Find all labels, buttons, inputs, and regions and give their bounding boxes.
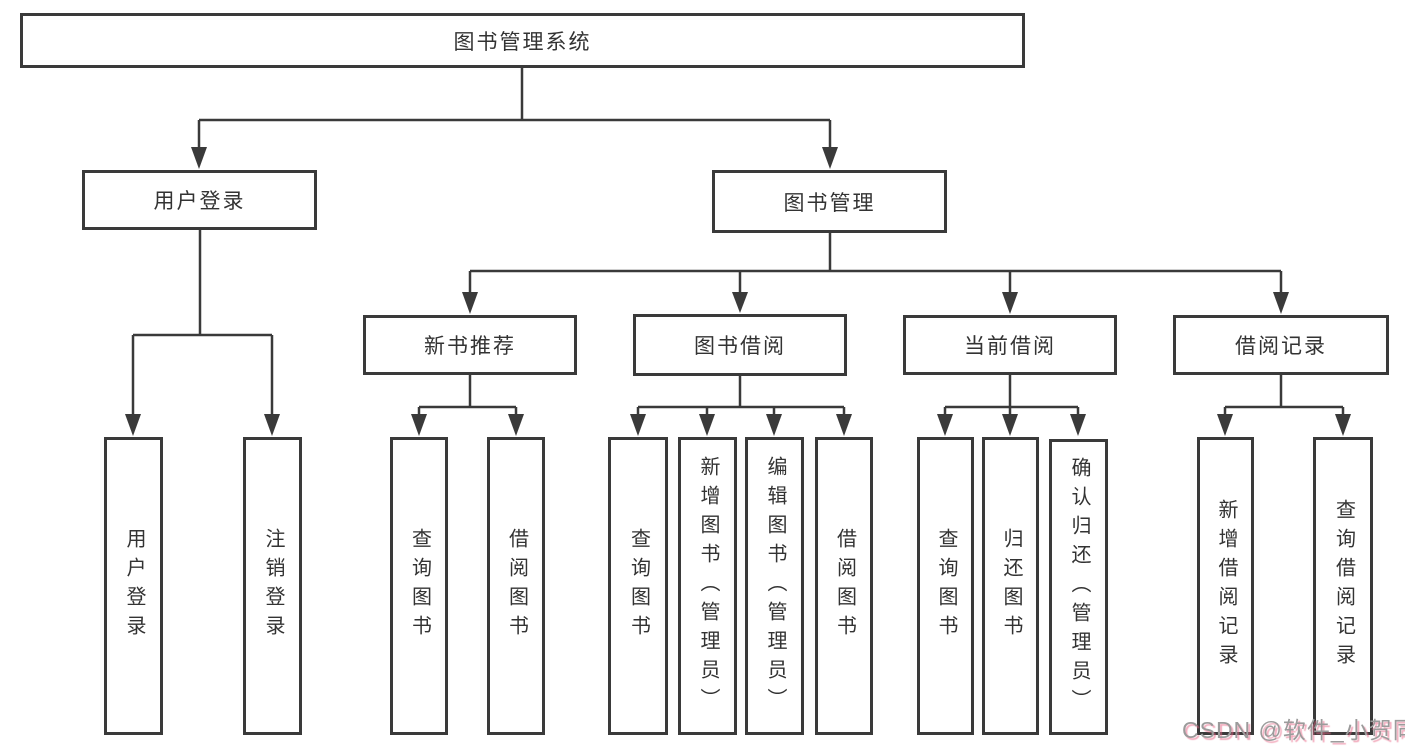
leaf-logout-label: 注销登录: [262, 528, 284, 644]
node-borrow-records: 借阅记录: [1173, 315, 1389, 375]
leaf-user-login-label: 用户登录: [123, 528, 145, 644]
leaf-borrow-query-books: 查询图书: [608, 437, 668, 735]
leaf-records-add-record-label: 新增借阅记录: [1215, 499, 1237, 673]
leaf-borrow-borrow-books: 借阅图书: [815, 437, 873, 735]
leaf-rec-borrow-books: 借阅图书: [487, 437, 545, 735]
leaf-rec-query-books: 查询图书: [390, 437, 448, 735]
csdn-watermark: CSDN @软件_小贺同学: [1182, 717, 1405, 743]
leaf-borrow-edit-books-admin: 编辑图书（管理员）: [745, 437, 804, 735]
node-book-management-label: 图书管理: [783, 191, 876, 215]
node-current-borrow-label: 当前借阅: [964, 335, 1056, 358]
leaf-borrow-add-books-admin: 新增图书（管理员）: [678, 437, 737, 735]
leaf-current-return-books: 归还图书: [982, 437, 1039, 735]
node-root: 图书管理系统: [20, 13, 1025, 68]
node-current-borrow: 当前借阅: [903, 315, 1117, 375]
leaf-borrow-query-books-label: 查询图书: [627, 528, 650, 644]
node-book-management: 图书管理: [712, 170, 947, 233]
node-new-book-recommend: 新书推荐: [363, 315, 577, 375]
leaf-rec-borrow-books-label: 借阅图书: [505, 528, 528, 644]
leaf-current-confirm-return-admin-label: 确认归还（管理员）: [1068, 456, 1090, 718]
node-book-borrow-label: 图书借阅: [694, 335, 786, 358]
leaf-logout: 注销登录: [243, 437, 302, 735]
leaf-current-query-books-label: 查询图书: [935, 528, 957, 644]
node-book-borrow: 图书借阅: [633, 314, 847, 376]
leaf-borrow-borrow-books-label: 借阅图书: [833, 528, 856, 644]
leaf-current-confirm-return-admin: 确认归还（管理员）: [1049, 439, 1108, 735]
leaf-borrow-add-books-admin-label: 新增图书（管理员）: [697, 455, 719, 717]
leaf-user-login: 用户登录: [104, 437, 163, 735]
leaf-current-return-books-label: 归还图书: [1000, 528, 1022, 644]
leaf-records-query-record: 查询借阅记录: [1313, 437, 1373, 735]
node-root-label: 图书管理系统: [453, 30, 592, 54]
leaf-current-query-books: 查询图书: [917, 437, 974, 735]
node-new-book-recommend-label: 新书推荐: [424, 335, 516, 358]
leaf-records-add-record: 新增借阅记录: [1197, 437, 1254, 735]
leaf-records-query-record-label: 查询借阅记录: [1332, 499, 1355, 673]
arrowheads: [125, 147, 1351, 436]
node-user-login: 用户登录: [82, 170, 317, 230]
node-user-login-label: 用户登录: [153, 190, 246, 213]
node-borrow-records-label: 借阅记录: [1235, 335, 1327, 358]
leaf-borrow-edit-books-admin-label: 编辑图书（管理员）: [764, 455, 786, 717]
leaf-rec-query-books-label: 查询图书: [408, 528, 431, 644]
